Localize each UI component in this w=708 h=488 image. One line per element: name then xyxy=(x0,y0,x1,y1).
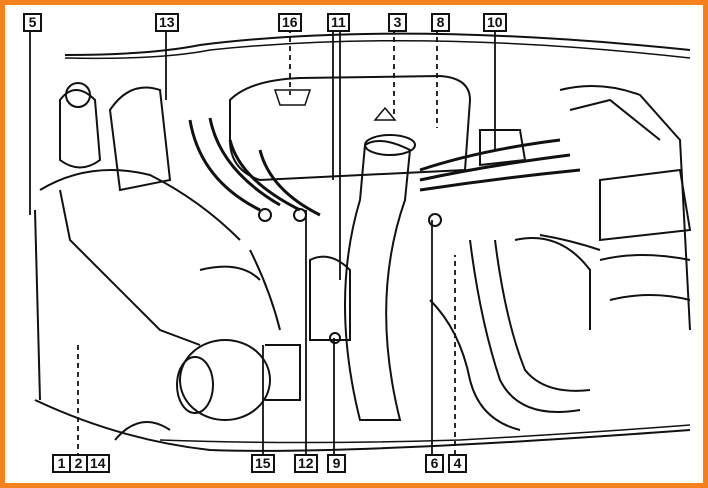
callout-4: 4 xyxy=(448,454,467,473)
front-panel-edge xyxy=(34,399,691,452)
callout-10: 10 xyxy=(483,13,507,32)
callout-6: 6 xyxy=(425,454,444,473)
bonnet-edge xyxy=(64,32,691,56)
callout-12: 12 xyxy=(294,454,318,473)
callout-8: 8 xyxy=(431,13,450,32)
engine-drawing xyxy=(29,28,692,455)
callout-2: 2 xyxy=(69,454,88,473)
callout-5: 5 xyxy=(23,13,42,32)
callout-14: 14 xyxy=(86,454,110,473)
rocker-cover xyxy=(229,74,472,182)
leader-lines xyxy=(29,28,496,455)
callout-9: 9 xyxy=(327,454,346,473)
alternator xyxy=(179,339,271,421)
intake-hose xyxy=(344,140,412,421)
callout-13: 13 xyxy=(155,13,179,32)
callout-11: 11 xyxy=(327,13,350,32)
callout-3: 3 xyxy=(388,13,407,32)
callout-16: 16 xyxy=(278,13,302,32)
callout-15: 15 xyxy=(251,454,275,473)
